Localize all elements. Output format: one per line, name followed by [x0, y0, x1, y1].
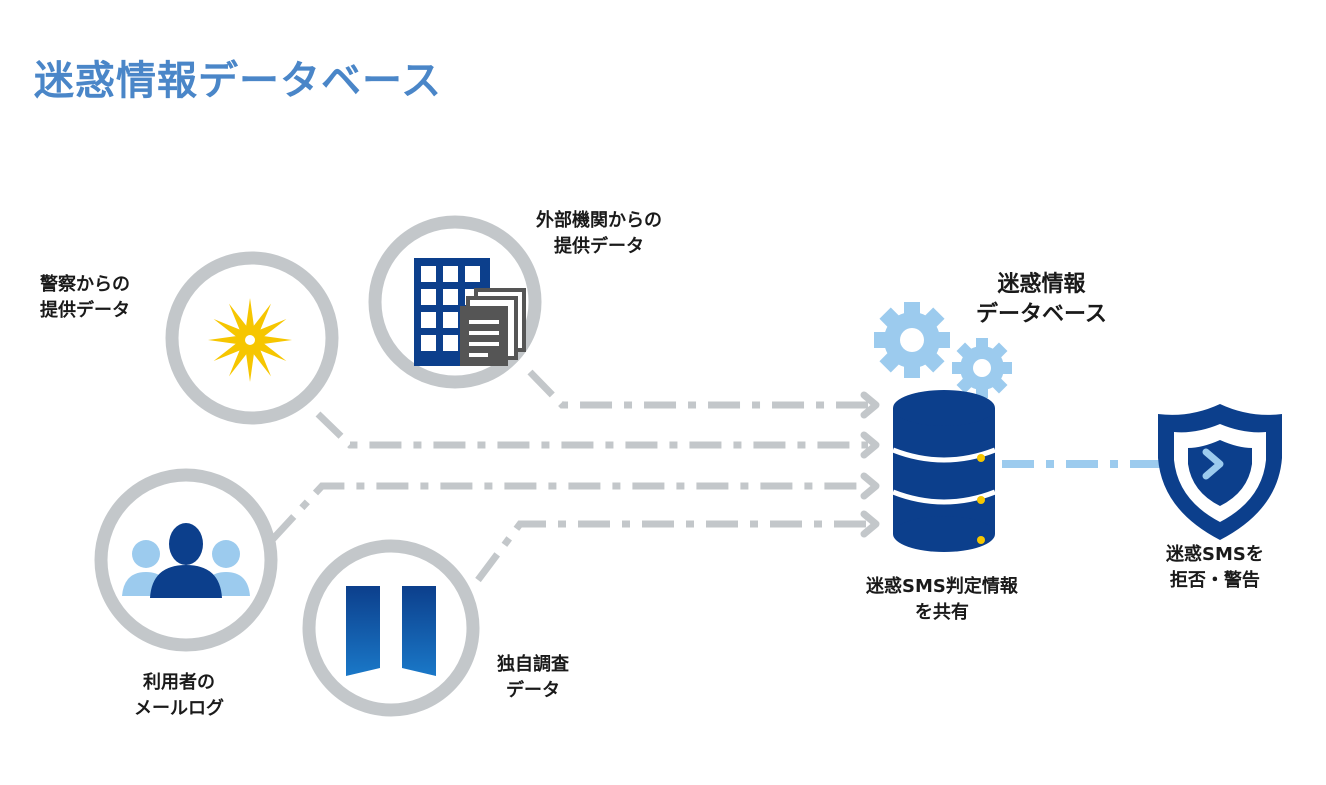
connector-user — [269, 482, 868, 543]
gear-large-icon — [874, 302, 950, 378]
connector-own — [475, 520, 868, 583]
label-own-research: 独自調査 データ — [497, 652, 569, 704]
label-police-line2: 提供データ — [40, 300, 130, 321]
building-documents-icon — [414, 258, 526, 366]
label-police-line1: 警察からの — [40, 274, 130, 295]
database-icon — [892, 390, 996, 552]
label-shield-line1: 迷惑SMSを — [1166, 544, 1264, 565]
arrow-head-2 — [860, 431, 880, 459]
label-database-line1: 迷惑情報 — [997, 272, 1086, 297]
label-user-line2: メールログ — [134, 698, 224, 719]
label-share-line2: を共有 — [914, 602, 969, 623]
connector-external — [527, 369, 868, 409]
magnifier-own — [302, 539, 480, 717]
research-book-icon — [346, 586, 436, 676]
label-external-data: 外部機関からの 提供データ — [536, 208, 662, 260]
users-icon — [122, 523, 250, 598]
label-database: 迷惑情報 データベース — [976, 270, 1107, 330]
page-title: 迷惑情報データベース — [34, 58, 442, 104]
arrow-head-3 — [860, 472, 880, 500]
label-share-line1: 迷惑SMS判定情報 — [866, 576, 1018, 597]
label-reject-warn: 迷惑SMSを 拒否・警告 — [1166, 542, 1264, 594]
label-shield-line2: 拒否・警告 — [1169, 570, 1260, 591]
shield-arrow-icon — [1202, 448, 1224, 480]
shield-icon — [1158, 404, 1282, 540]
label-own-line2: データ — [506, 680, 560, 701]
label-user-log: 利用者の メールログ — [134, 670, 224, 722]
label-share-info: 迷惑SMS判定情報 を共有 — [866, 574, 1018, 626]
connector-police — [315, 411, 868, 449]
police-emblem-icon — [208, 298, 292, 382]
label-police-data: 警察からの 提供データ — [40, 272, 130, 324]
label-own-line1: 独自調査 — [497, 654, 569, 675]
gear-small-icon — [952, 338, 1012, 398]
label-external-line1: 外部機関からの — [536, 210, 662, 231]
label-external-line2: 提供データ — [554, 236, 644, 257]
arrow-head-4 — [860, 510, 880, 538]
label-user-line1: 利用者の — [143, 672, 215, 693]
label-database-line2: データベース — [976, 302, 1107, 327]
arrow-head-1 — [860, 391, 880, 419]
